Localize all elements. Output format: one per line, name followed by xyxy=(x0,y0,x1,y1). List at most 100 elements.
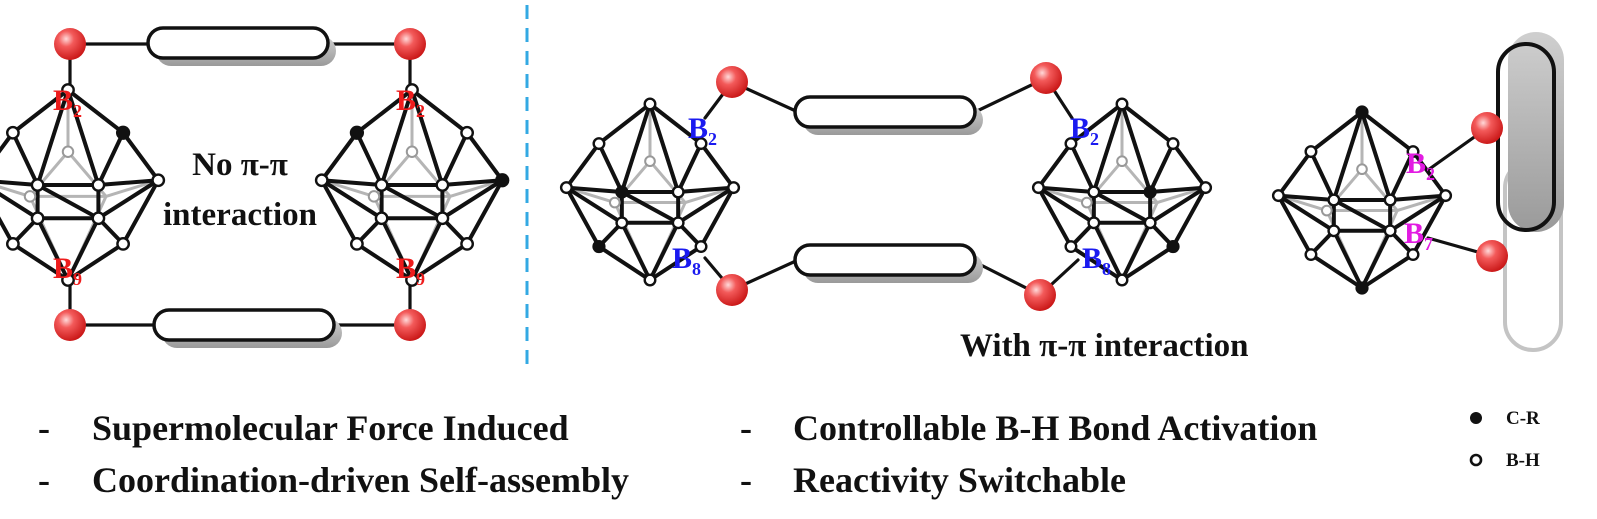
cage-top-label: B2 xyxy=(688,112,717,149)
bullet-text: Reactivity Switchable xyxy=(793,460,1126,500)
cage-edge xyxy=(648,102,681,194)
cage-edge xyxy=(1308,110,1364,154)
cage-edge xyxy=(10,130,40,187)
cage-edge xyxy=(1036,185,1096,194)
cage-edge xyxy=(1036,185,1073,249)
boron-vertex xyxy=(151,173,166,188)
cage-edge xyxy=(35,216,70,282)
boron-vertex-back xyxy=(608,196,621,209)
boron-vertex xyxy=(435,178,450,192)
boron-vertex xyxy=(671,185,685,199)
cage-edge xyxy=(1068,244,1124,282)
cage-edge xyxy=(1331,198,1393,233)
bullet-text: Coordination-driven Self-assembly xyxy=(92,460,629,500)
cage-edge xyxy=(1120,102,1153,194)
boron-vertex xyxy=(349,236,364,251)
boron-vertex-back xyxy=(367,190,381,203)
boron-vertex xyxy=(1406,248,1420,262)
cage-edge xyxy=(564,185,601,249)
cage-edge xyxy=(1148,141,1176,194)
cage-edge xyxy=(1276,193,1336,233)
boron-vertex xyxy=(694,137,708,151)
boron-vertex xyxy=(91,211,106,226)
cage-edge xyxy=(564,141,601,190)
boron-vertex-back xyxy=(1356,163,1368,176)
boron-vertex xyxy=(1166,137,1180,151)
boron-vertex-back xyxy=(1320,204,1333,217)
cage-edge xyxy=(564,185,624,194)
cage-edge xyxy=(1331,110,1364,202)
left-panel: B2 B9 B2 B9 No π-π interaction xyxy=(0,26,510,348)
cage-edge xyxy=(440,178,505,221)
boron-vertex xyxy=(694,240,708,254)
boron-vertex xyxy=(643,97,657,111)
middle-caption: With π-π interaction xyxy=(960,328,1249,364)
boron-vertex xyxy=(671,216,685,230)
cage-edge xyxy=(699,141,736,190)
linker-top xyxy=(793,95,983,135)
middle-panel: B2 B8 B2 B8 With π-π interaction xyxy=(559,62,1249,364)
metal-atom xyxy=(54,28,86,60)
cage-edge xyxy=(1120,102,1176,146)
boron-vertex xyxy=(1087,216,1101,230)
cage-edge xyxy=(1308,149,1336,202)
boron-vertex xyxy=(91,178,106,192)
cage-edge xyxy=(0,192,40,221)
boron-vertex xyxy=(643,273,657,287)
boron-vertex xyxy=(727,181,741,195)
legend-label: B-H xyxy=(1506,450,1540,471)
cage-edge xyxy=(319,178,384,221)
cage-edge xyxy=(66,88,101,187)
cage-edge xyxy=(1331,228,1364,290)
cage-edge xyxy=(379,183,445,221)
carbon-vertex xyxy=(1166,239,1180,254)
metal-atom xyxy=(394,28,426,60)
boron-vertex xyxy=(1406,145,1420,159)
legend: C-R B-H xyxy=(1469,408,1540,471)
boron-vertex xyxy=(1327,193,1341,207)
cage-edge xyxy=(1120,244,1176,282)
boron-vertex xyxy=(314,173,329,188)
linker-top xyxy=(146,26,336,66)
bullet-dash: - xyxy=(740,408,752,448)
cage-edge xyxy=(10,88,70,135)
cage-edge xyxy=(440,130,470,187)
cage-bottom-label: B9 xyxy=(53,252,82,289)
boron-vertex xyxy=(1271,189,1285,203)
boron-vertex xyxy=(116,236,131,251)
cage-edge xyxy=(1036,185,1096,225)
cage-edge xyxy=(564,185,624,225)
metal-atom xyxy=(716,66,748,98)
linker-bottom xyxy=(793,243,983,283)
cage-edge xyxy=(676,185,736,225)
boron-vertex xyxy=(1087,185,1101,199)
cage-edge xyxy=(1091,190,1153,225)
metal-atom xyxy=(1471,112,1503,144)
cage-edge xyxy=(1388,193,1448,202)
cage-edge xyxy=(1036,141,1073,190)
boron-vertex xyxy=(405,273,419,287)
boron-vertex xyxy=(30,211,45,226)
cage-edge xyxy=(10,241,70,282)
cage-edge xyxy=(1411,149,1448,198)
cage-back-edge xyxy=(0,185,32,198)
boron-vertex-back xyxy=(405,145,419,158)
cage-edge xyxy=(410,216,445,282)
boron-vertex xyxy=(435,211,450,226)
boron-vertex xyxy=(1115,97,1129,111)
cage-top-label: B2 xyxy=(396,84,425,121)
cage-edge xyxy=(1148,185,1208,225)
bullet-text: Controllable B-H Bond Activation xyxy=(793,408,1317,448)
cage-edge xyxy=(596,102,652,146)
cage-edge xyxy=(96,130,126,187)
boron-vertex xyxy=(405,83,419,97)
metal-atom xyxy=(716,274,748,306)
cage-edge xyxy=(66,88,126,135)
cage-edge xyxy=(619,220,652,282)
cage-edge xyxy=(1091,102,1124,194)
carbon-vertex xyxy=(592,239,606,254)
cage-edge xyxy=(1068,102,1124,146)
cage-edge xyxy=(0,216,15,246)
boron-vertex xyxy=(592,137,606,151)
